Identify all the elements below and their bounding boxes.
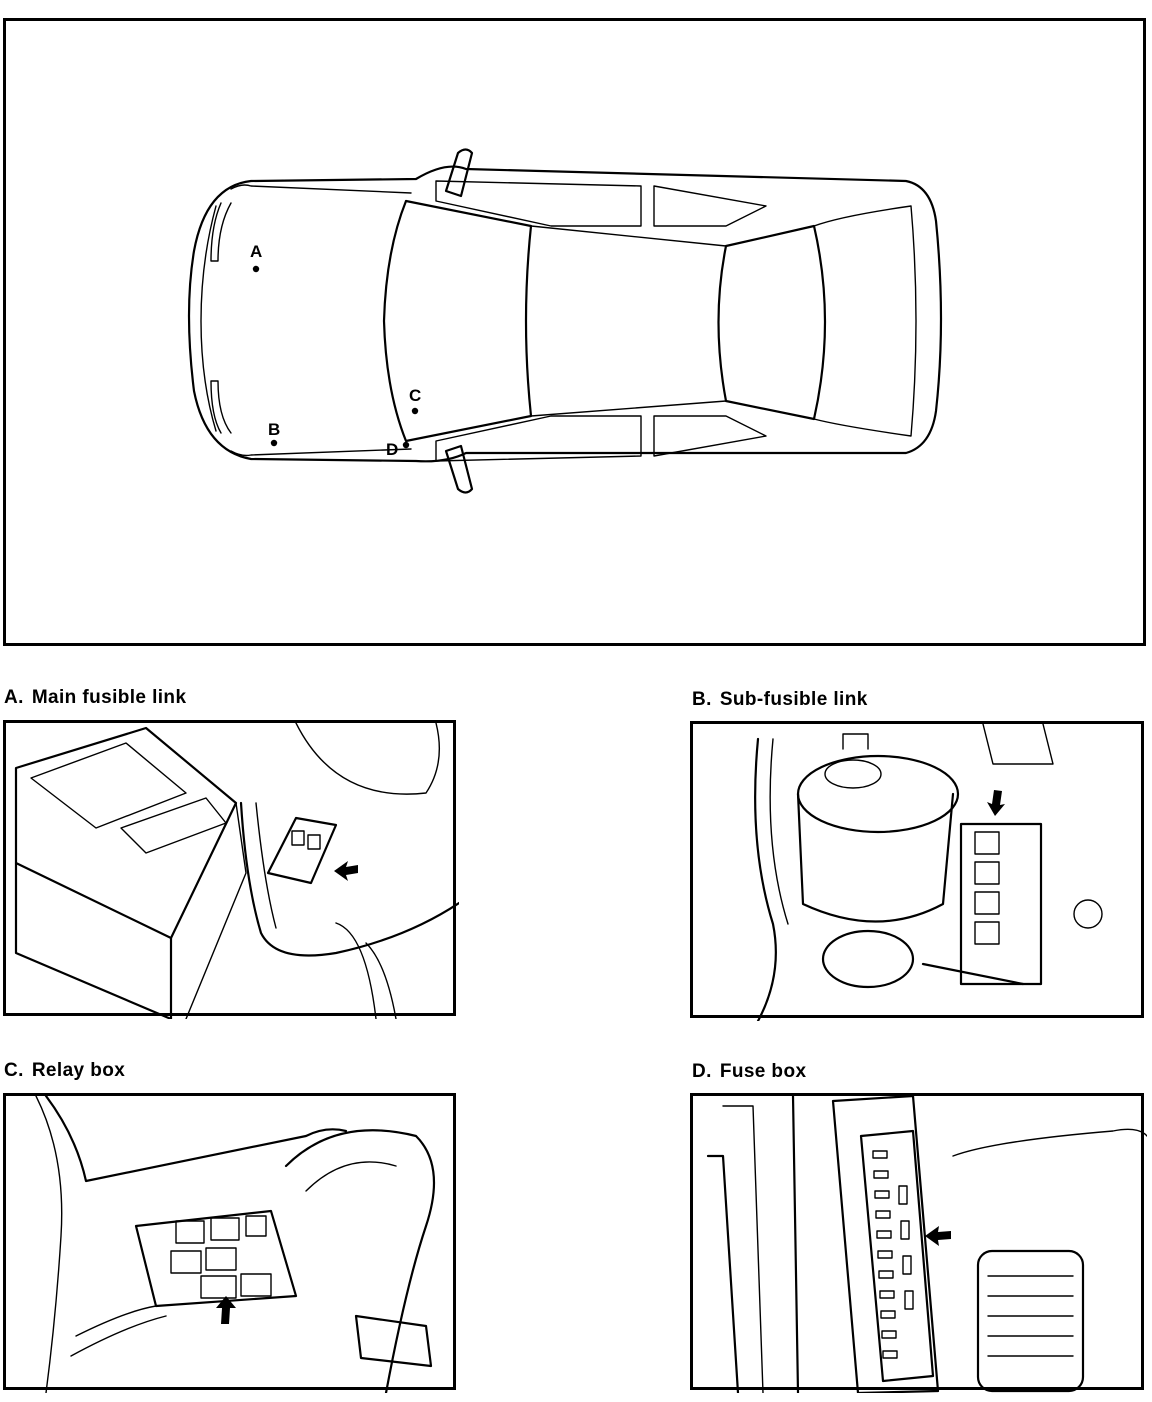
panel-main-fusible-link — [3, 720, 459, 1019]
arrow-icon — [925, 1226, 951, 1246]
arrow-icon — [987, 790, 1005, 816]
panel-sub-fusible-link — [690, 721, 1144, 1021]
caption-sub-fusible-link: B. Sub-fusible link — [692, 689, 868, 711]
caption-letter: D. — [692, 1061, 712, 1082]
pedal — [976, 1249, 1085, 1393]
windshield — [382, 199, 533, 443]
location-dot-a — [252, 265, 260, 273]
sub-fusible-link-drawing — [754, 724, 1103, 1021]
panel-relay-box — [3, 1093, 456, 1393]
location-label-c: C — [409, 386, 421, 405]
left-mirror — [444, 148, 474, 198]
fuse-slots — [872, 1150, 914, 1359]
caption-title: Sub-fusible link — [719, 689, 868, 710]
location-label-b: B — [268, 420, 280, 439]
right-mirror — [444, 444, 474, 494]
caption-relay-box: C. Relay box — [4, 1060, 125, 1082]
caption-title: Main fusible link — [31, 687, 187, 708]
location-dot-c — [411, 407, 419, 415]
fusible-link-body — [266, 816, 338, 885]
caption-main-fusible-link: A. Main fusible link — [4, 687, 186, 709]
panel-fuse-box — [690, 1093, 1147, 1393]
rear-window — [717, 224, 827, 421]
location-label-d: D — [386, 440, 398, 459]
caption-title: Fuse box — [719, 1061, 807, 1082]
caption-fuse-box: D. Fuse box — [692, 1061, 806, 1083]
location-label-a: A — [250, 242, 262, 261]
relay-box-body — [134, 1209, 298, 1308]
fuse-box-drawing — [706, 1096, 1147, 1393]
car-overview-frame: A B C D — [3, 18, 1146, 646]
car-body-outline — [187, 165, 943, 463]
main-fusible-link-drawing — [14, 723, 459, 1019]
arrow-icon — [216, 1296, 236, 1324]
location-dot-b — [270, 439, 278, 447]
caption-letter: A. — [4, 687, 24, 708]
car-top-view-drawing: A B C D — [187, 148, 943, 494]
roof — [530, 225, 727, 417]
relay-box-drawing — [35, 1096, 436, 1393]
fuse-box-body — [859, 1129, 935, 1383]
caption-letter: B. — [692, 689, 712, 710]
caption-letter: C. — [4, 1060, 24, 1081]
location-dot-d — [402, 441, 410, 449]
sub-fusible-link-block — [959, 822, 1043, 986]
caption-title: Relay box — [31, 1060, 126, 1081]
arrow-icon — [334, 861, 358, 881]
